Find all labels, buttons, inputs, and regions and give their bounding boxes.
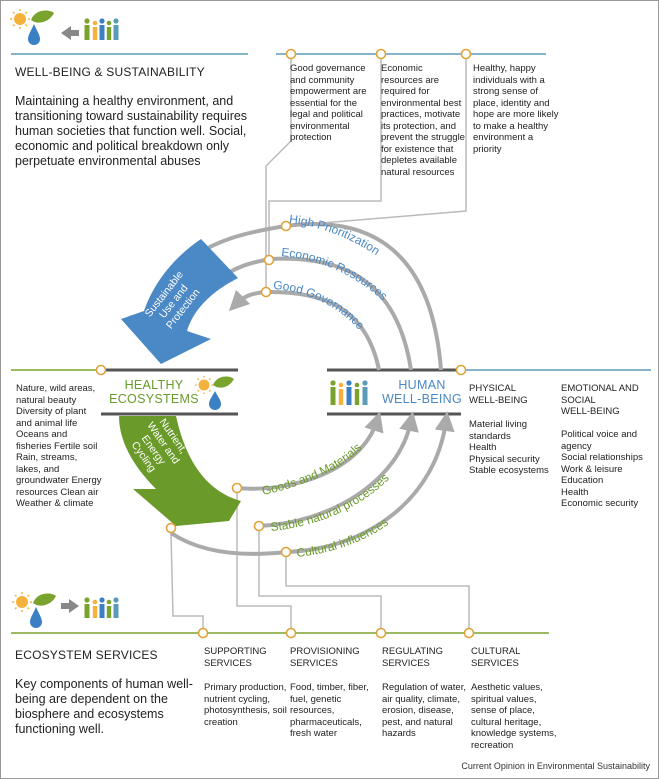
wellbeing-title: WELL-BEING & SUSTAINABILITY [15,65,205,79]
note-governance: Good governance and community empowermen… [290,63,367,143]
provisioning-title: PROVISIONING SERVICES [290,646,360,669]
connector-cultural [285,552,470,633]
sun-icon [10,9,30,29]
node [197,627,209,639]
human-title: HUMAN WELL-BEING [381,378,463,406]
emotional-list: Political voice and agency Social relati… [561,429,643,509]
arc-cultural-influences [285,411,455,554]
sun-icon [195,376,213,394]
emotional-title: EMOTIONAL AND SOCIAL WELL-BEING [561,383,639,417]
node [280,220,292,232]
regulating-title: REGULATING SERVICES [382,646,444,669]
node [455,364,467,376]
services-description: Key components of human well-being are d… [15,677,193,736]
connector-wellbeing [285,54,467,227]
node [165,522,177,534]
note-wellbeing: Healthy, happy individuals with a strong… [473,63,559,155]
physical-title: PHYSICAL WELL-BEING [469,383,528,406]
supporting-title: SUPPORTING SERVICES [204,646,267,669]
connector-supporting [170,532,204,633]
ecosystems-title: HEALTHY ECOSYSTEMS [109,378,199,406]
arc-economic-resources [210,256,413,371]
leaf-icon [213,376,234,388]
arc-good-governance [228,289,381,371]
ecosystems-list: Nature, wild areas, natural beauty Diver… [16,383,102,509]
people-icon [84,18,119,40]
people-icon [330,380,368,405]
top-icon-group [10,9,119,45]
leaf-icon [31,10,54,23]
services-title: ECOSYSTEM SERVICES [15,648,158,662]
supporting-text: Primary production, nutrient cycling, ph… [204,682,287,728]
node [253,520,265,532]
connector-regulating [258,526,382,633]
node [263,254,275,266]
physical-list: Material living standards Health Physica… [469,419,549,476]
node [95,364,107,376]
node [280,546,292,558]
label-goods-materials: Goods and Materials [261,440,365,498]
upper-arcs [182,222,443,371]
arrow-icon [61,599,79,613]
cultural-text: Aesthetic values, spiritual values, sens… [471,682,557,751]
node [260,286,272,298]
node [285,627,297,639]
arc-goods-materials [236,411,384,491]
blue-arrow-shape [121,239,238,364]
water-drop-icon [209,391,221,410]
arc-supporting-link [169,531,287,556]
bottom-icon-group [12,592,119,628]
node [231,482,243,494]
lower-arcs [169,411,455,556]
nodes [95,48,475,639]
sun-icon [12,592,32,612]
node [375,48,387,60]
people-icon [84,597,119,618]
regulating-text: Regulation of water, air quality, climat… [382,682,466,739]
credit: Current Opinion in Environmental Sustain… [461,761,650,771]
label-good-governance: Good Governance [273,278,368,333]
leaf-icon [33,593,56,606]
arrow-icon [61,26,79,40]
wellbeing-description: Maintaining a healthy environment, and t… [15,94,248,168]
arc-stable-processes [258,411,419,528]
cultural-title: CULTURAL SERVICES [471,646,521,669]
node [460,48,472,60]
water-drop-icon [28,24,40,45]
provisioning-text: Food, timber, fiber, fuel, genetic resou… [290,682,369,739]
ecosystems-icon-group [195,376,234,410]
connector-provisioning [236,488,292,633]
water-drop-icon [30,607,42,628]
note-economic: Economic resources are required for envi… [381,63,465,178]
arc-high-prioritization [182,222,443,371]
node [375,627,387,639]
node [463,627,475,639]
green-arrow-shape [119,416,241,526]
node [285,48,297,60]
